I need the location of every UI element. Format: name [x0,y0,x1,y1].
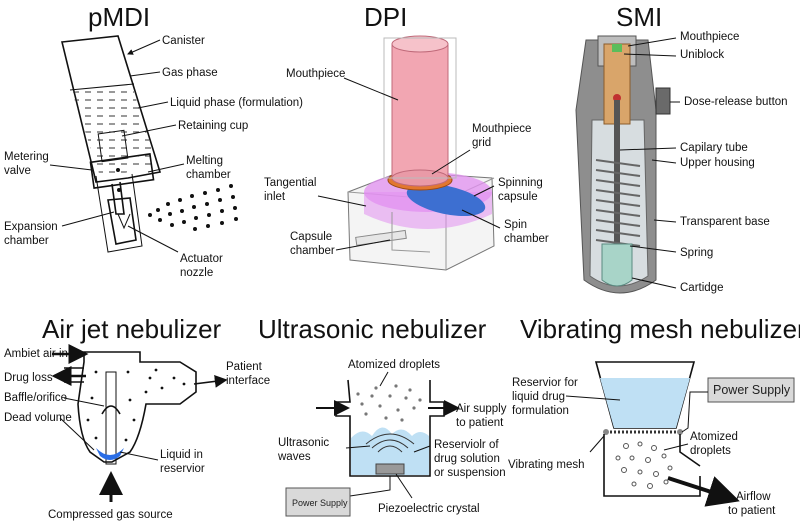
pmdi-label-liquid-phase: Liquid phase (formulation) [170,97,303,109]
airjet-label-patient-1: Patient [226,361,263,373]
mesh-label-atomized-2: droplets [690,445,731,457]
smi-label-cartridge: Cartidge [680,282,723,294]
ultrasonic-label-air-2: to patient [456,417,504,429]
title-pmdi: pMDI [88,2,150,32]
smi-label-uniblock: Uniblock [680,49,724,61]
airjet-body [77,351,197,463]
ultrasonic-power-label: Power Supply [292,498,348,508]
dpi-label-capsule-chamber-1: Capsule [290,231,332,243]
pmdi-canister [61,35,162,183]
mesh-label-reservoir-1: Reservior for [512,377,578,389]
dpi-label-mouthpiece: Mouthpiece [286,68,345,80]
pmdi-label-canister: Canister [162,35,205,47]
pmdi-label-gas-phase: Gas phase [162,67,218,79]
title-mesh: Vibrating mesh nebulizer [520,314,800,344]
airjet-label-dead-volume: Dead volume [4,412,72,424]
dpi-label-tangential-inlet-1: Tangential [264,177,316,189]
airjet-label-patient-2: interface [226,375,270,387]
pmdi-label-actuator-nozzle-1: Actuator [180,253,223,265]
mesh-droplets [615,441,673,489]
mesh-label-reservoir-2: liquid drug [512,391,565,403]
smi-label-capillary: Capilary tube [680,142,748,154]
airjet-label-drug-loss: Drug loss [4,372,53,384]
pmdi-liquid [72,86,158,176]
pmdi-label-expansion-chamber-2: chamber [4,235,49,247]
mesh-diagram: Power Supply Reservior for liquid drug f… [508,361,795,517]
title-smi: SMI [616,2,662,32]
title-dpi: DPI [364,2,407,32]
ultrasonic-crystal [375,463,405,475]
pmdi-spray [148,184,238,231]
ultrasonic-power-box [285,487,351,517]
ultrasonic-label-air-1: Air supply [456,403,507,415]
title-airjet: Air jet nebulizer [42,314,222,344]
ultrasonic-waves [365,433,415,453]
mesh-label-airflow-2: to patient [728,505,776,517]
ultrasonic-droplets [356,384,422,422]
mesh-label-atomized-1: Atomized [690,431,738,443]
pmdi-label-metering-valve-2: valve [4,165,31,177]
mesh-power-label: Power Supply [713,383,791,397]
smi-label-spring: Spring [680,247,713,259]
pmdi-diagram: Canister Gas phase Liquid phase (formula… [4,35,303,279]
mesh-label-vibrating-mesh: Vibrating mesh [508,459,585,471]
pmdi-label-expansion-chamber-1: Expansion [4,221,58,233]
ultrasonic-label-waves-2: waves [277,451,311,463]
dpi-label-spin-chamber-1: Spin [504,219,527,231]
dpi-mouthpiece [391,43,449,179]
dpi-label-spin-chamber-2: chamber [504,233,549,245]
ultrasonic-diagram: Power Supply Atomized droplets Air suppl… [277,359,507,517]
mesh-label-reservoir-3: formulation [512,405,569,417]
ultrasonic-label-piezo: Piezoelectric crystal [378,503,480,515]
smi-dose-button [655,87,671,115]
dpi-label-capsule-chamber-2: chamber [290,245,335,257]
airjet-label-ambient: Ambiet air in [4,348,68,360]
dpi-label-spinning-capsule-1: Spinning [498,177,543,189]
ultrasonic-label-reservoir-3: or suspension [434,467,506,479]
airjet-label-gas-source: Compressed gas source [48,509,173,521]
pmdi-metering-valve [89,153,155,189]
smi-label-upper-housing: Upper housing [680,157,755,169]
dpi-capsule [406,183,486,217]
airjet-label-liquid-2: reservior [160,463,205,475]
pmdi-label-metering-valve-1: Metering [4,151,49,163]
dpi-label-tangential-inlet-2: inlet [264,191,286,203]
smi-cartridge [601,243,633,287]
pmdi-label-melting-chamber-1: Melting [186,155,223,167]
airjet-aerosol [86,368,186,442]
ultrasonic-label-waves-1: Ultrasonic [278,437,329,449]
pmdi-label-actuator-nozzle-2: nozzle [180,267,213,279]
ultrasonic-label-reservoir-1: Reserviolr of [434,439,499,451]
smi-label-dose-release: Dose-release button [684,96,788,108]
dpi-label-spinning-capsule-2: capsule [498,191,538,203]
pmdi-label-melting-chamber-2: chamber [186,169,231,181]
smi-label-transparent-base: Transparent base [680,216,770,228]
dpi-diagram: Mouthpiece Mouthpiece grid Tangential in… [264,35,549,271]
title-ultrasonic: Ultrasonic nebulizer [258,314,487,344]
airjet-label-liquid-1: Liquid in [160,449,203,461]
dpi-label-mouthpiece-grid-1: Mouthpiece [472,123,531,135]
ultrasonic-liquid [351,427,429,475]
smi-label-mouthpiece: Mouthpiece [680,31,739,43]
mesh-label-airflow-1: Airflow [736,491,771,503]
ultrasonic-label-droplets: Atomized droplets [348,359,440,371]
mesh-power-box [707,377,795,403]
pmdi-label-retaining-cup: Retaining cup [178,120,248,132]
smi-diagram: Mouthpiece Uniblock Dose-release button … [575,31,788,294]
airjet-label-baffle: Baffle/orifice [4,392,67,404]
ultrasonic-label-reservoir-2: drug solution [434,453,500,465]
airjet-diagram: Ambiet air in Drug loss Baffle/orifice D… [4,344,270,521]
smi-spring [595,159,641,247]
dpi-label-mouthpiece-grid-2: grid [472,137,491,149]
